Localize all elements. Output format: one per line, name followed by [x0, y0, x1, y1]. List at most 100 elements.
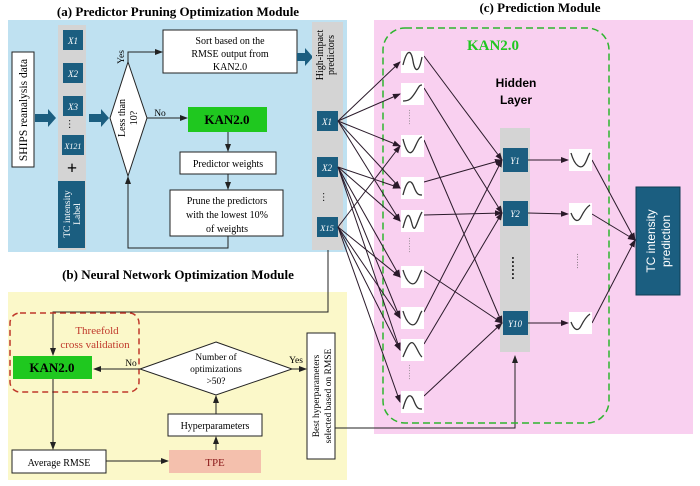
activation-function-icon: [401, 51, 424, 73]
activation-function-icon: [401, 210, 424, 232]
decision-line2: 10?: [129, 110, 140, 125]
edge-activation-to-hidden: [423, 87, 503, 214]
edge-input-to-activation: [337, 166, 401, 319]
yes-label-b: Yes: [289, 356, 303, 366]
edge-input-to-activation: [337, 61, 401, 122]
edge-input-to-activation: [337, 226, 401, 351]
svg-text:X121: X121: [64, 142, 82, 151]
tc-label-box: [58, 181, 85, 248]
sort-box-line3: KAN2.0: [213, 62, 247, 73]
tpe-box: [169, 450, 261, 473]
tpe-label: TPE: [205, 457, 225, 469]
high-impact-line2: predictors: [326, 35, 337, 75]
edge-activation-to-output: [591, 159, 636, 241]
activation-function-icon: [401, 307, 424, 329]
output-activation-icon: [569, 312, 592, 334]
big-arrow-3: [297, 48, 313, 66]
hyperparameters-box: [167, 413, 263, 437]
decision-b-line3: >50?: [206, 377, 225, 387]
edge-activation-to-hidden: [423, 212, 503, 345]
loop-back-arrow: [125, 176, 229, 249]
edge-activation-to-output: [591, 239, 636, 324]
edge-activation-to-output: [591, 213, 636, 241]
activation-ellipsis: ……: [407, 364, 416, 380]
decision-b-line2: optimizations: [190, 365, 242, 375]
activation-function-icon: [401, 391, 424, 413]
predictor-weights-label: Predictor weights: [193, 159, 263, 170]
prune-line2: with the lowest 10%: [186, 210, 268, 221]
hidden-node-y2: Y2: [503, 201, 528, 226]
svg-text:Y1: Y1: [510, 156, 520, 166]
selected-x2: X2: [317, 157, 338, 177]
hidden-node-y1: Y1: [503, 148, 528, 172]
predictor-x1: X1: [63, 30, 83, 50]
edge-input-to-activation: [337, 120, 401, 222]
edge-input-to-activation: [337, 145, 401, 228]
module-b-panel: [8, 292, 347, 480]
sort-box-line2: RMSE output from: [191, 49, 268, 60]
edge-input-to-activation: [337, 166, 401, 189]
activation-ellipsis: ……: [407, 109, 416, 125]
svg-text:X15: X15: [319, 223, 334, 233]
tc-label-line1: TC intensity: [63, 190, 73, 237]
selected-ellipsis: …: [320, 192, 331, 202]
hyperparameters-label: Hyperparameters: [181, 421, 250, 432]
high-impact-column: [312, 22, 343, 250]
module-a-title: (a) Predictor Pruning Optimization Modul…: [57, 4, 299, 19]
kan-frame: [382, 27, 610, 424]
edge-input-to-activation: [337, 226, 401, 403]
output-activation-icon: [569, 149, 592, 171]
sort-box: [162, 29, 298, 74]
activation-function-icon: [401, 339, 424, 361]
module-b-title: (b) Neural Network Optimization Module: [62, 267, 294, 282]
kan-label-a: KAN2.0: [204, 112, 249, 127]
edge-activation-to-hidden: [423, 270, 503, 324]
cross-validation-frame: [9, 312, 140, 393]
edge-input-to-activation: [337, 226, 401, 278]
edge-input-to-activation: [337, 120, 401, 147]
edge-input-to-activation: [337, 226, 401, 319]
predictor-x121: X121: [62, 135, 84, 155]
predictors-to-kan-line: [50, 250, 329, 356]
kan-box-a: [188, 107, 267, 132]
best-hyperparameters-box: [306, 332, 336, 460]
svg-text:X2: X2: [67, 69, 78, 79]
prune-box: [169, 189, 284, 237]
sort-box-line1: Sort based on the: [195, 36, 265, 47]
yes-arrow: [127, 49, 163, 62]
average-rmse-label: Average RMSE: [28, 458, 91, 469]
no-label: No: [154, 109, 166, 119]
tc-prediction-line1: TC intensity: [644, 209, 658, 272]
predictor-x2: X2: [63, 63, 83, 83]
output-activation-ellipsis: ……: [575, 253, 584, 269]
svg-text:Y10: Y10: [508, 319, 523, 329]
tc-prediction-box: [635, 186, 681, 296]
activation-function-icon: [401, 266, 424, 288]
module-c-title: (c) Prediction Module: [479, 0, 600, 15]
ships-data-label: SHIPS reanalysis data: [18, 59, 30, 161]
edge-activation-to-hidden: [423, 159, 503, 183]
cv-line1: Threefold: [75, 325, 119, 337]
activation-function-icon: [401, 135, 424, 157]
svg-text:Y2: Y2: [510, 209, 520, 219]
edge-hidden-to-activation: [527, 210, 569, 217]
edge-activation-to-hidden: [423, 55, 503, 161]
edge-input-to-activation: [337, 93, 401, 122]
ellipsis: …: [66, 119, 77, 129]
best-line2: selected based on RMSE: [324, 348, 334, 443]
svg-text:X1: X1: [67, 36, 78, 46]
cv-line2: cross validation: [60, 339, 130, 351]
edge-activation-to-hidden: [423, 139, 503, 324]
predictor-x3: X3: [63, 96, 83, 116]
tc-prediction-line2: prediction: [659, 215, 673, 267]
ships-data-box: [11, 51, 35, 168]
kan-box-b: [13, 356, 92, 379]
hidden-ellipsis: ……: [509, 256, 523, 280]
selected-x15: X15: [317, 217, 338, 237]
prune-line1: Prune the predictors: [187, 196, 268, 207]
svg-text:X1: X1: [321, 117, 332, 127]
kan-label-c: KAN2.0: [467, 38, 519, 54]
no-label-b: No: [125, 359, 137, 369]
edge-activation-to-hidden: [423, 159, 503, 313]
